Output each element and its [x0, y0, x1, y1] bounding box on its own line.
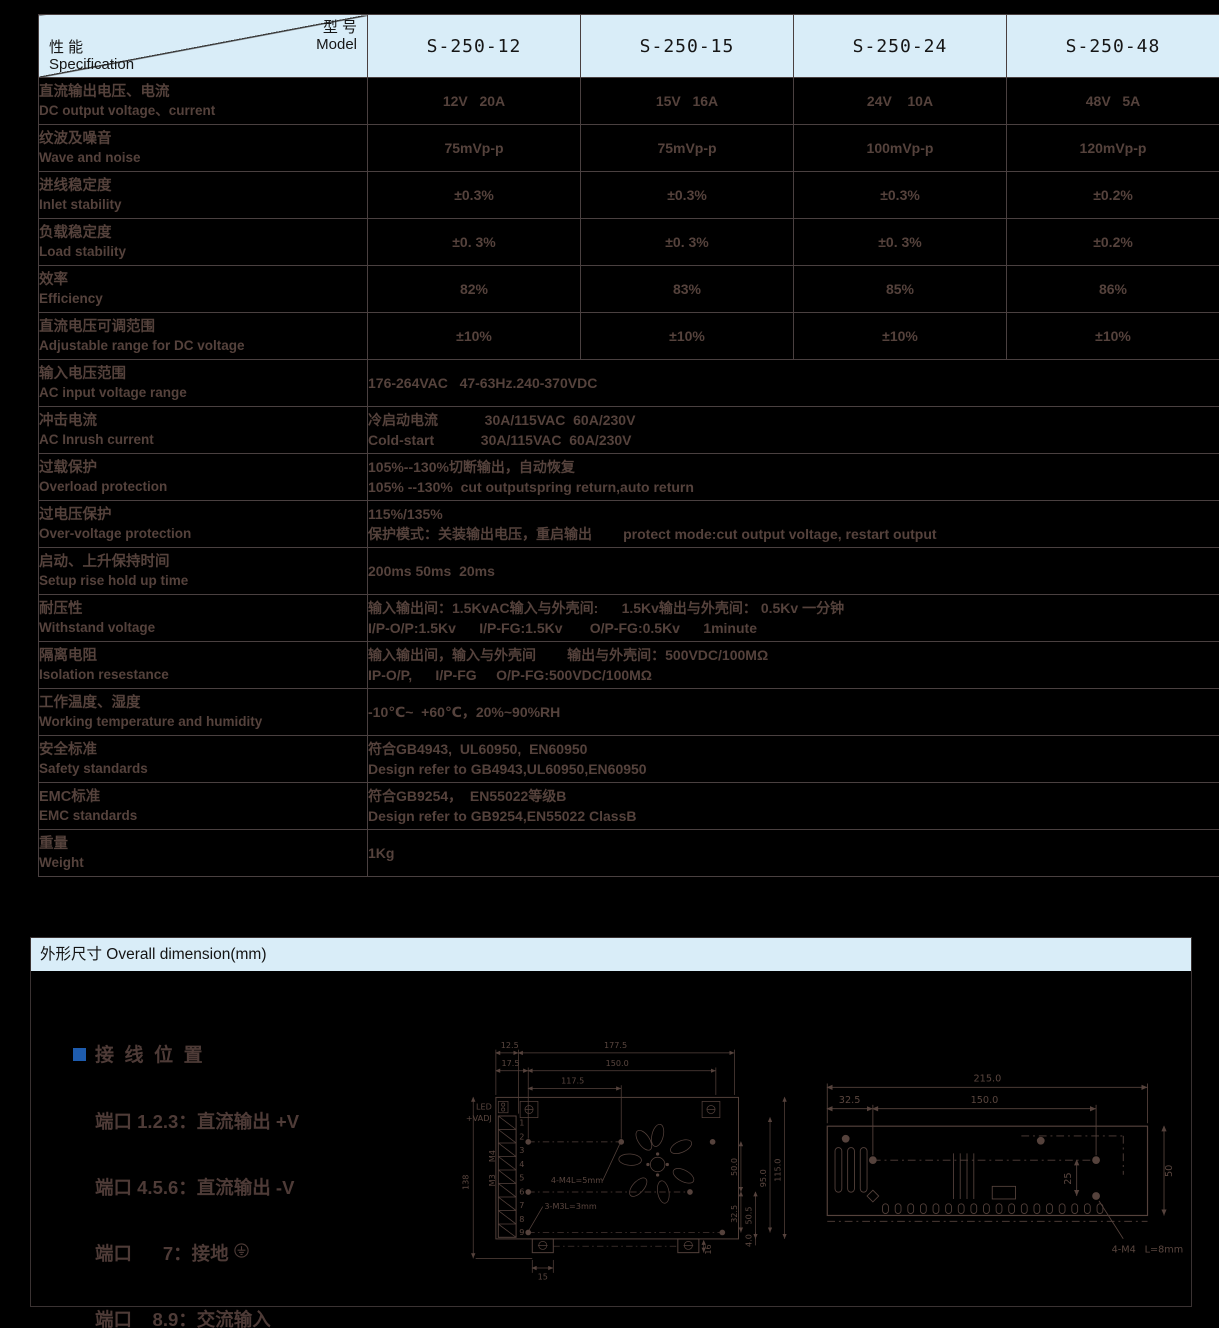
svg-text:50.0: 50.0 — [728, 1158, 738, 1176]
legend-cn-title: 接 线 位 置 — [73, 1041, 415, 1071]
model-header-s-250-24: S-250-24 — [793, 14, 1007, 78]
terminal-legend: 接 线 位 置 端口 1.2.3：直流输出 +V 端口 4.5.6：直流输出 -… — [31, 971, 415, 1328]
spec-table: 型 号 Model 性 能 Specification S-250-12 S-2… — [38, 14, 1219, 877]
svg-text:2: 2 — [519, 1131, 524, 1141]
svg-text:150.0: 150.0 — [970, 1095, 998, 1106]
svg-text:4: 4 — [519, 1159, 524, 1169]
svg-text:17.5: 17.5 — [501, 1058, 519, 1068]
overall-dimension-panel: 外形尺寸 Overall dimension(mm) 接 线 位 置 端口 1.… — [30, 937, 1192, 1328]
model-header-s-250-15: S-250-15 — [580, 14, 794, 78]
svg-text:4-M4L=5mm: 4-M4L=5mm — [550, 1175, 602, 1185]
table-header-row: 型 号 Model 性 能 Specification S-250-12 S-2… — [38, 14, 1219, 78]
svg-text:5: 5 — [519, 1173, 524, 1183]
svg-text:32.5: 32.5 — [839, 1095, 861, 1106]
svg-text:9: 9 — [519, 1227, 524, 1237]
svg-text:115.0: 115.0 — [772, 1159, 782, 1182]
svg-text:12.5: 12.5 — [500, 1040, 518, 1050]
svg-text:50: 50 — [1164, 1165, 1175, 1177]
diagonal-header-cell: 型 号 Model 性 能 Specification — [38, 14, 368, 78]
svg-text:150.0: 150.0 — [605, 1058, 628, 1068]
svg-text:15: 15 — [537, 1271, 547, 1281]
svg-text:3: 3 — [519, 1145, 524, 1155]
side-view-drawing: 215.0 32.5 150.0 25 50 4-M4 L=8mm — [826, 1074, 1183, 1255]
svg-text:6: 6 — [519, 1186, 524, 1196]
svg-text:+VADJ: +VADJ — [466, 1113, 492, 1123]
svg-text:7: 7 — [519, 1200, 524, 1210]
earth-ground-icon — [233, 1242, 249, 1258]
svg-text:3-M3L=3mm: 3-M3L=3mm — [544, 1201, 596, 1211]
svg-text:50.5: 50.5 — [743, 1206, 753, 1224]
svg-text:117.5: 117.5 — [561, 1076, 584, 1086]
model-header-s-250-12: S-250-12 — [367, 14, 581, 78]
header-model-label: 型 号 Model — [316, 19, 357, 53]
dimension-section-title: 外形尺寸 Overall dimension(mm) — [31, 938, 1191, 971]
svg-text:4-M4: 4-M4 — [1111, 1244, 1135, 1255]
svg-text:M3: M3 — [487, 1174, 497, 1186]
svg-text:138: 138 — [460, 1175, 470, 1190]
svg-text:M4: M4 — [487, 1150, 497, 1162]
svg-text:32.5: 32.5 — [728, 1205, 738, 1223]
svg-text:1: 1 — [519, 1118, 524, 1128]
svg-text:215.0: 215.0 — [973, 1074, 1001, 1085]
svg-text:177.5: 177.5 — [604, 1040, 627, 1050]
svg-text:95.0: 95.0 — [758, 1169, 768, 1187]
svg-text:L=8mm: L=8mm — [1144, 1244, 1183, 1255]
svg-text:16: 16 — [703, 1244, 713, 1254]
blue-square-bullet-icon — [73, 1048, 86, 1061]
header-spec-label: 性 能 Specification — [49, 39, 135, 73]
model-header-s-250-48: S-250-48 — [1006, 14, 1219, 78]
top-view-drawing: 1 2 3 4 5 6 7 8 9 M4 M3 LED +VADJ — [460, 1040, 787, 1281]
svg-text:LED: LED — [476, 1102, 492, 1112]
svg-text:25: 25 — [1063, 1172, 1074, 1184]
svg-text:4.0: 4.0 — [743, 1234, 753, 1247]
svg-text:8: 8 — [519, 1214, 524, 1224]
